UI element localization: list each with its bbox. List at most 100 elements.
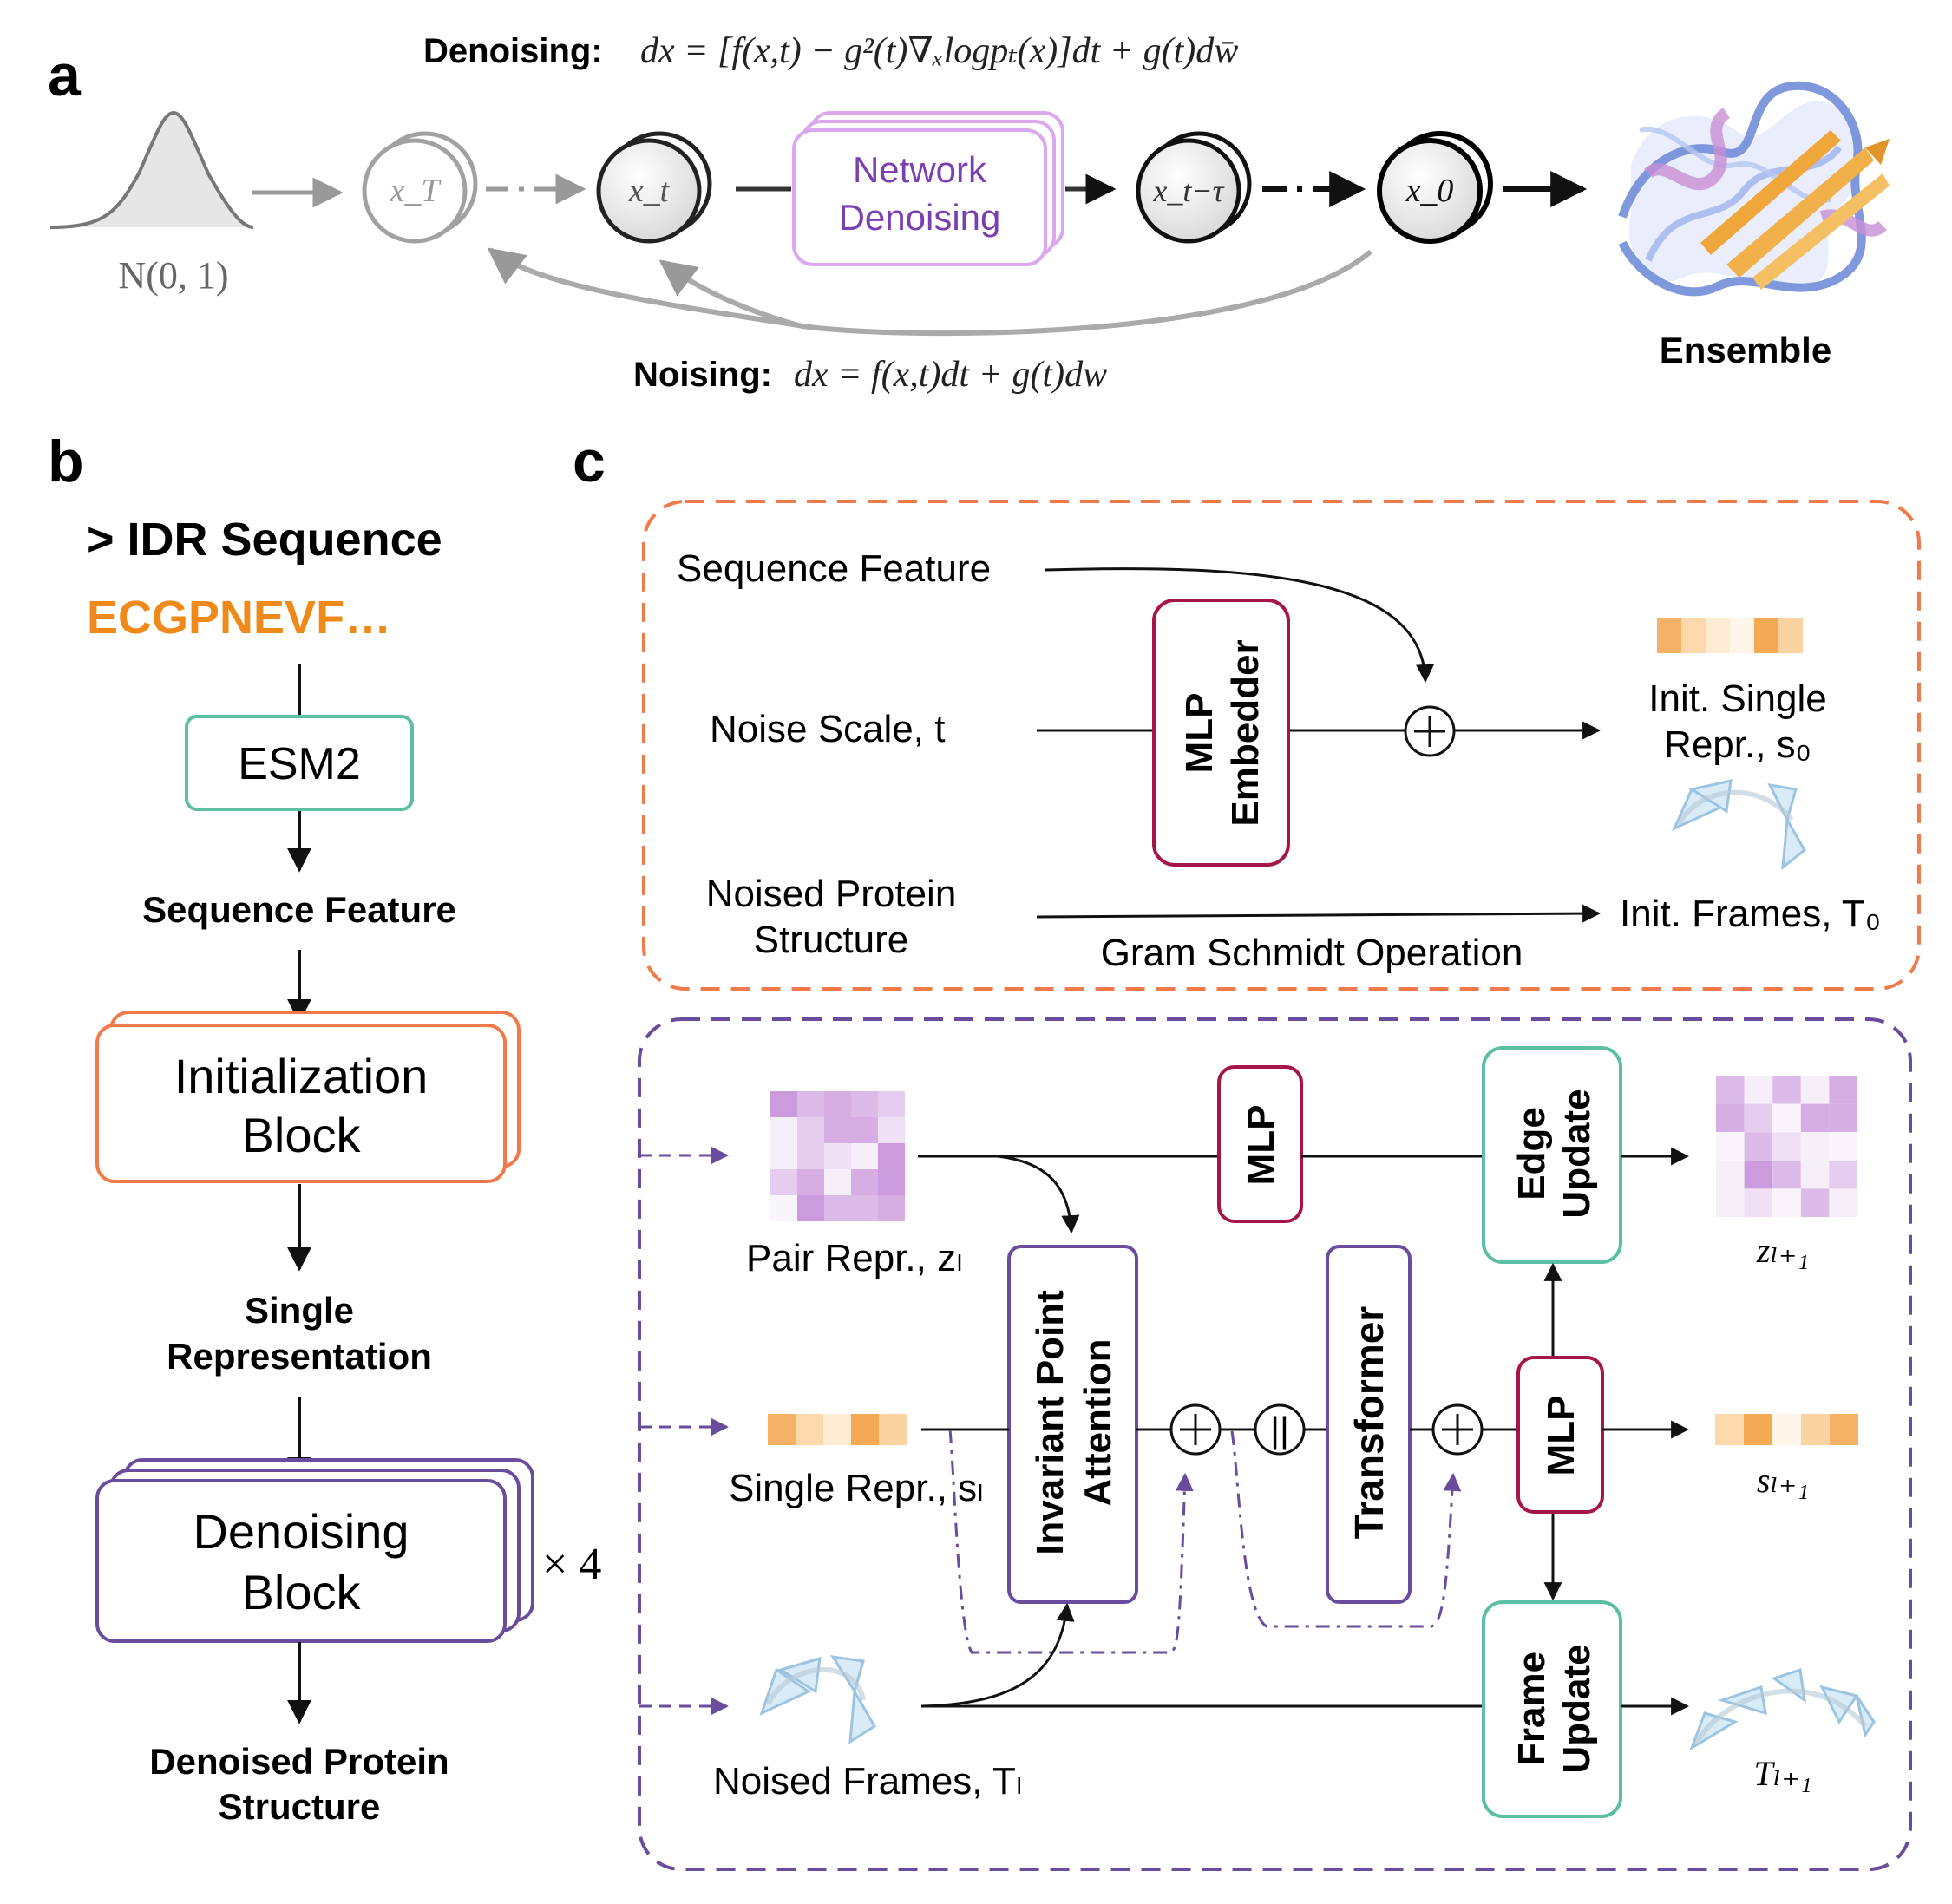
frame-update-label-1: Frame [1510, 1652, 1553, 1766]
heatmap-cell [824, 1195, 851, 1221]
plus-op-init [1404, 705, 1456, 757]
node-xt-tau [1136, 131, 1252, 244]
edge-update-label-1: Edge [1510, 1107, 1553, 1201]
network-label-2: Denoising [839, 197, 1001, 238]
noising-label: Noising: [633, 356, 772, 394]
sequence-text: ECGPNEVF… [87, 592, 391, 644]
esm2-label: ESM2 [238, 739, 361, 789]
denoising-label: Denoising: [423, 32, 603, 70]
sequence-header: > IDR Sequence [87, 514, 442, 566]
init-single-label-1: Init. Single [1648, 677, 1826, 720]
repeat-label: × 4 [542, 1540, 601, 1589]
heatmap-cell [878, 1195, 905, 1221]
heatmap-cell [1744, 1103, 1773, 1133]
init-single-label-2: Repr., s₀ [1664, 723, 1811, 766]
heatmap-cell [824, 1143, 851, 1169]
plus-op-1 [1169, 1403, 1222, 1456]
heatmap-cell [1829, 1132, 1857, 1161]
denoising-block-label-2: Block [242, 1565, 362, 1619]
output-label-1: Denoised Protein [149, 1741, 449, 1782]
single-rep-label-2: Representation [167, 1336, 432, 1377]
heatmap-cell [1744, 1188, 1773, 1217]
transformer-label: Transformer [1346, 1306, 1392, 1540]
denoising-equation: dx = [f(x,t) − g²(t)∇ₓlogpₜ(x)]dt + g(t)… [640, 31, 1238, 71]
transformer-box [1326, 1245, 1412, 1604]
init-noised-structure-2: Structure [754, 919, 909, 961]
heatmap-cell [824, 1091, 851, 1117]
heatmap-cell [851, 1169, 878, 1195]
plus-op-2 [1431, 1403, 1484, 1456]
panel-a-letter: a [48, 43, 82, 108]
single-rep-label-1: Single [245, 1290, 354, 1331]
heatmap-cell [1716, 1188, 1745, 1217]
node-xT [362, 131, 478, 244]
heatmap-cell [1744, 1132, 1773, 1161]
heatmap-cell [1829, 1103, 1857, 1133]
arrow-seqfeat-to-plus [1045, 567, 1434, 684]
network-label-1: Network [853, 149, 987, 190]
gram-schmidt-label: Gram Schmidt Operation [1101, 932, 1523, 974]
single-repr-label: Single Repr., sₗ [729, 1467, 983, 1509]
pair-repr-matrix [770, 1091, 905, 1221]
noising-arrow-to-xt [658, 259, 799, 328]
mlp-mid-label: MLP [1540, 1396, 1582, 1476]
heatmap-cell [770, 1117, 797, 1143]
sequence-feature-label: Sequence Feature [142, 889, 456, 930]
heatmap-cell [1716, 1103, 1745, 1133]
heatmap-cell [878, 1169, 905, 1195]
residual-path-1 [948, 1429, 1194, 1654]
init-noised-structure-1: Noised Protein [706, 873, 957, 915]
node-xt-tau-label: x_t−τ [1152, 173, 1224, 208]
output-label-2: Structure [219, 1786, 381, 1827]
heatmap-cell [1772, 1103, 1801, 1133]
pair-out-matrix [1716, 1076, 1857, 1217]
noising-arrow-to-xT [487, 247, 1372, 337]
node-xt [596, 131, 712, 244]
heatmap-cell [797, 1143, 824, 1169]
heatmap-cell [1800, 1076, 1830, 1104]
heatmap-cell [1772, 1188, 1801, 1217]
heatmap-cell [878, 1117, 905, 1143]
pair-repr-label: Pair Repr., zₗ [746, 1237, 962, 1279]
heatmap-cell [797, 1169, 824, 1195]
arrow-frames-to-ipa [920, 1602, 1075, 1708]
ipa-box [1007, 1245, 1138, 1604]
noised-frames-label: Noised Frames, Tₗ [713, 1760, 1022, 1803]
esm2-box [185, 715, 414, 811]
init-sequence-feature: Sequence Feature [677, 547, 991, 590]
heatmap-cell [1744, 1160, 1773, 1189]
heatmap-cell [1800, 1160, 1830, 1189]
heatmap-cell [851, 1195, 878, 1221]
panel-b-letter: b [48, 429, 84, 494]
heatmap-cell [770, 1195, 797, 1221]
single-out-vector [1715, 1414, 1858, 1445]
denoising-block [95, 1458, 534, 1643]
noising-equation: dx = f(x,t)dt + g(t)dw [794, 355, 1107, 395]
initialization-block [95, 1011, 521, 1183]
heatmap-cell [824, 1117, 851, 1143]
heatmap-cell [770, 1091, 797, 1117]
heatmap-cell [1800, 1103, 1830, 1133]
heatmap-cell [1829, 1188, 1857, 1217]
heatmap-cell [1716, 1076, 1745, 1104]
mlp-embedder-label-2: Embedder [1224, 639, 1267, 826]
panel-c-letter: c [573, 429, 606, 494]
init-frames-label: Init. Frames, T₀ [1620, 893, 1881, 935]
heatmap-cell [1772, 1076, 1801, 1104]
heatmap-cell [878, 1143, 905, 1169]
mlp-embedder-box [1152, 599, 1290, 867]
single-repr-vector [768, 1414, 907, 1445]
heatmap-cell [824, 1169, 851, 1195]
heatmap-cell [1716, 1160, 1745, 1189]
init-single-vector [1657, 618, 1803, 653]
heatmap-cell [1744, 1076, 1773, 1104]
residual-path-2 [1230, 1430, 1462, 1628]
ensemble-label: Ensemble [1660, 330, 1831, 370]
heatmap-cell [878, 1091, 905, 1117]
heatmap-cell [1772, 1160, 1801, 1189]
arrow-structure-to-frames [1036, 904, 1602, 923]
heatmap-cell [770, 1169, 797, 1195]
gaussian-curve [49, 110, 254, 229]
protein-ensemble-image [1618, 81, 1890, 297]
